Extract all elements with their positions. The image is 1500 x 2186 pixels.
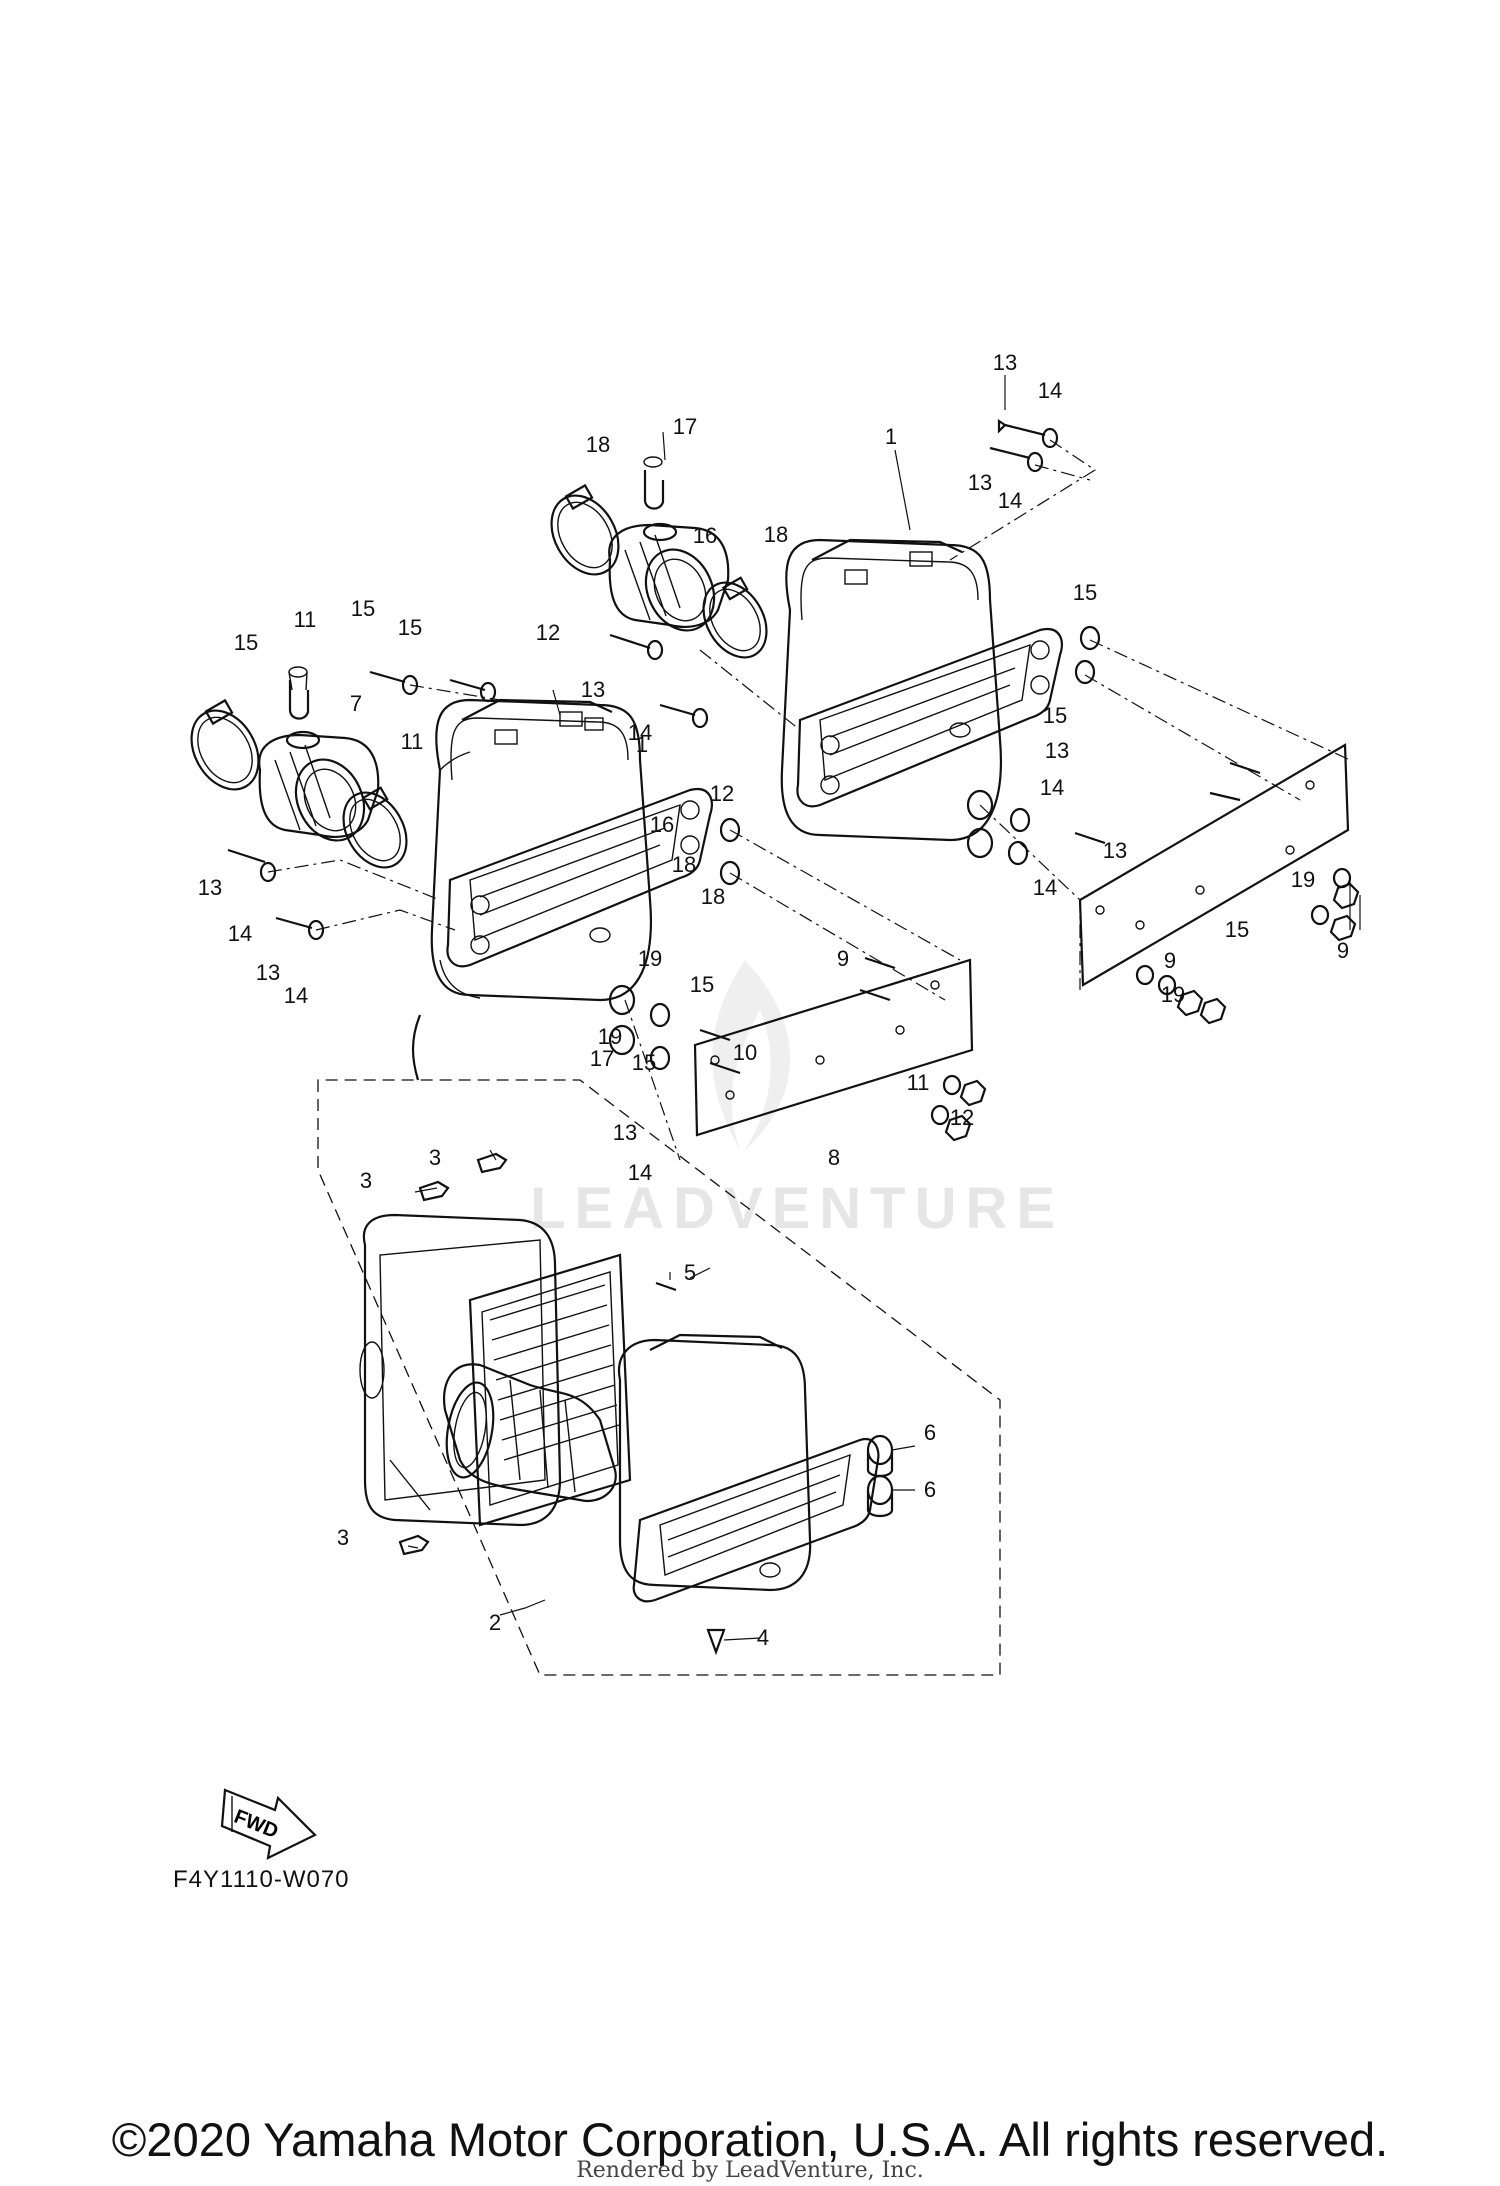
callout-1-a: 1 — [885, 424, 897, 449]
callout-12-c: 12 — [950, 1105, 974, 1130]
callout-19-a: 19 — [1291, 867, 1315, 892]
breather-17-left — [288, 666, 310, 720]
callout-1-b: 1 — [636, 732, 648, 757]
callout-9-c: 9 — [837, 946, 849, 971]
alignment-lines — [267, 439, 1361, 1161]
callout-14-d: 14 — [1033, 875, 1057, 900]
callout-16-a: 16 — [693, 523, 717, 548]
callout-11-c: 11 — [907, 1070, 930, 1095]
duct-16-left — [258, 730, 380, 842]
fwd-arrow-icon: FWD — [220, 1788, 317, 1860]
callout-13-d: 13 — [1103, 838, 1127, 863]
callout-12-a: 12 — [536, 620, 560, 645]
callout-12-b: 12 — [710, 781, 734, 806]
breather-17-right — [643, 456, 665, 510]
svg-text:LEADVENTURE: LEADVENTURE — [530, 1176, 1064, 1241]
air-box-left — [430, 698, 713, 1002]
diagram-code: F4Y1110-W070 — [173, 1866, 350, 1893]
clamp-18-right-rear — [702, 576, 768, 659]
hardware-bolts — [227, 418, 1261, 1292]
air-box-right — [780, 538, 1063, 842]
callout-13-b: 13 — [968, 470, 992, 495]
callout-14-h: 14 — [284, 983, 308, 1008]
callout-15-e: 15 — [351, 596, 375, 621]
copyright-notice: ©2020 Yamaha Motor Corporation, U.S.A. A… — [111, 2113, 1389, 2166]
callout-13-h: 13 — [256, 960, 280, 985]
callout-13-a: 13 — [993, 350, 1017, 375]
callout-18-a: 18 — [586, 432, 610, 457]
callout-17-b: 17 — [590, 1046, 614, 1071]
inset-boundary — [317, 1014, 1001, 1676]
callout-19-c: 19 — [638, 946, 662, 971]
callout-15-f: 15 — [398, 615, 422, 640]
callout-3-b: 3 — [360, 1168, 372, 1193]
hardware-washers-nuts — [259, 427, 1360, 1142]
callout-15-a: 15 — [1073, 580, 1097, 605]
callout-18-b: 18 — [764, 522, 788, 547]
clamp-18-left-front — [190, 698, 260, 791]
callout-18-d: 18 — [672, 852, 696, 877]
callout-16-b: 16 — [650, 812, 674, 837]
leader-lines — [407, 375, 1006, 1641]
callout-6-b: 6 — [924, 1477, 936, 1502]
callout-9-b: 9 — [1164, 948, 1176, 973]
callout-15-b: 15 — [1043, 703, 1067, 728]
bracket-8 — [693, 958, 974, 1137]
callout-4: 4 — [757, 1625, 769, 1650]
clamp-18-left-rear — [342, 786, 408, 869]
callout-19-d: 19 — [598, 1024, 622, 1049]
callout-13-g: 13 — [198, 875, 222, 900]
leadventure-watermark: LEADVENTURE — [530, 960, 1064, 1241]
callout-6-a: 6 — [924, 1420, 936, 1445]
callout-13-e: 13 — [613, 1120, 637, 1145]
clamp-18-right-front — [550, 483, 620, 576]
callout-13-f: 13 — [581, 677, 605, 702]
callout-10: 10 — [733, 1040, 757, 1065]
callout-17-a: 17 — [673, 414, 697, 439]
callout-2: 2 — [489, 1610, 501, 1635]
fwd-label: FWD — [231, 1806, 281, 1843]
callout-15-h: 15 — [632, 1050, 656, 1075]
callout-15-d: 15 — [234, 630, 258, 655]
callout-8: 8 — [828, 1145, 840, 1170]
bracket-7 — [1078, 743, 1350, 987]
duct-16-right — [608, 522, 730, 632]
callout-3-c: 3 — [337, 1525, 349, 1550]
callout-11-b: 11 — [401, 729, 424, 754]
callout-5: 5 — [684, 1260, 696, 1285]
callout-14-f: 14 — [628, 720, 652, 745]
callout-11-a: 11 — [294, 607, 317, 632]
callout-15-g: 15 — [690, 972, 714, 997]
filter-element-2 — [468, 1253, 632, 1527]
callout-9-a: 9 — [1337, 938, 1349, 963]
callout-19-b: 19 — [1161, 982, 1185, 1007]
callout-14-b: 14 — [998, 488, 1022, 513]
callout-15-c: 15 — [1225, 917, 1249, 942]
filter-case-upper — [617, 1333, 880, 1603]
rendered-by-notice: Rendered by LeadVenture, Inc. — [576, 2158, 924, 2183]
filter-case-lower — [359, 1213, 562, 1527]
callout-14-e: 14 — [628, 1160, 652, 1185]
callout-14-a: 14 — [1038, 378, 1062, 403]
callout-18-c: 18 — [701, 884, 725, 909]
callout-14-g: 14 — [228, 921, 252, 946]
callout-13-c: 13 — [1045, 738, 1069, 763]
callout-3-a: 3 — [429, 1145, 441, 1170]
callout-14-c: 14 — [1040, 775, 1064, 800]
intake-funnel — [442, 1363, 617, 1503]
callout-7: 7 — [350, 691, 362, 716]
